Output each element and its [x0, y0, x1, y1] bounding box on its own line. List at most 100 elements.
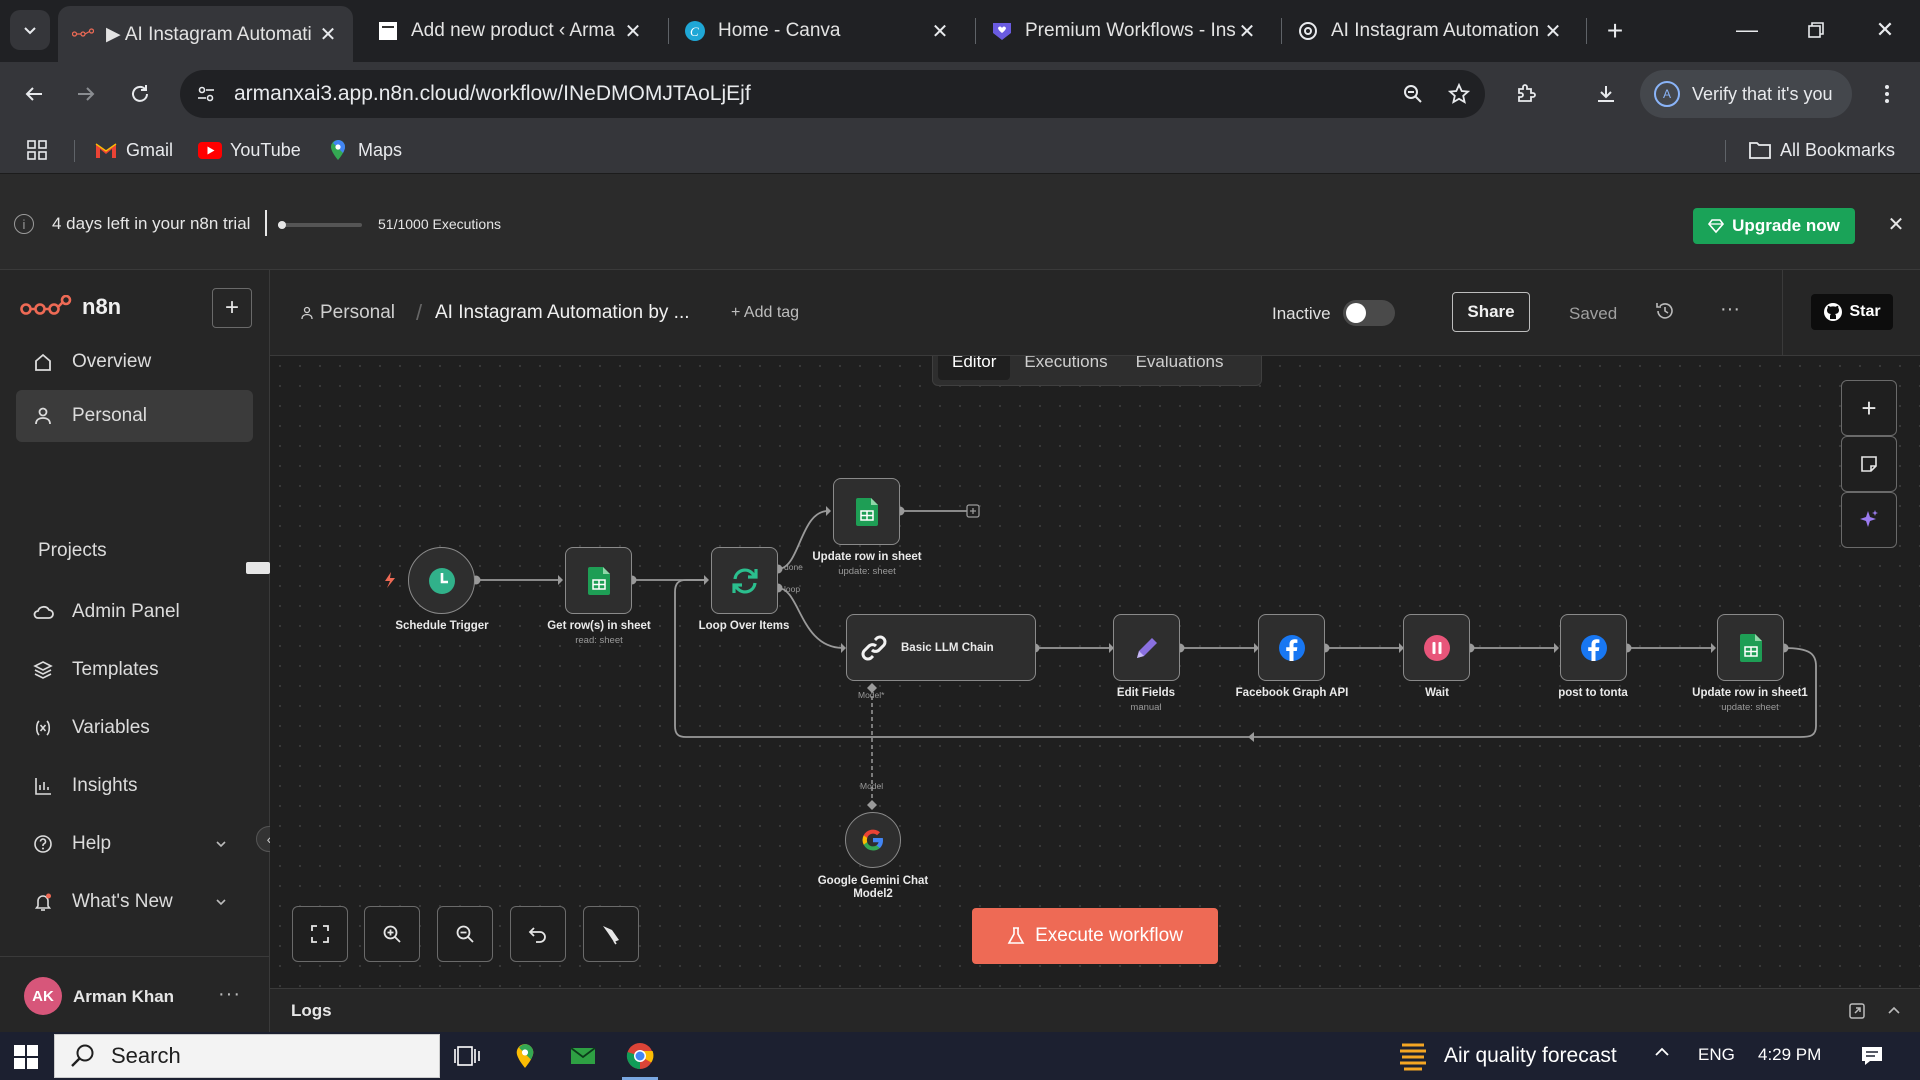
- pop-out-icon[interactable]: [1847, 1001, 1867, 1021]
- node-schedule-trigger[interactable]: [408, 547, 475, 614]
- close-tab-icon[interactable]: ✕: [319, 23, 337, 46]
- trial-days-left: 4 days left in your n8n trial: [52, 214, 251, 233]
- history-icon[interactable]: [1654, 300, 1678, 324]
- tab-evaluations[interactable]: Evaluations: [1135, 356, 1224, 371]
- taskbar-search-box[interactable]: Search: [54, 1034, 440, 1078]
- n8n-logo[interactable]: n8n: [20, 294, 121, 320]
- tab-add-new-product[interactable]: Add new product ‹ Arma ✕: [363, 8, 658, 54]
- logs-panel[interactable]: Logs: [270, 988, 1920, 1032]
- apps-button[interactable]: [26, 136, 48, 164]
- bookmark-youtube[interactable]: YouTube: [198, 136, 301, 164]
- tab-home-canva[interactable]: C Home - Canva ✕: [670, 8, 965, 54]
- sidebar-item-templates[interactable]: Templates: [16, 644, 253, 696]
- add-node-button[interactable]: +: [1841, 380, 1897, 436]
- input-port: [1554, 643, 1559, 653]
- share-button[interactable]: Share: [1452, 292, 1530, 332]
- sidebar-item-personal[interactable]: Personal: [16, 390, 253, 442]
- close-tab-icon[interactable]: ✕: [1238, 20, 1256, 43]
- user-menu[interactable]: AK Arman Khan ···: [0, 956, 270, 1032]
- node-subtitle: update: sheet: [838, 566, 896, 577]
- task-view-icon: [454, 1046, 480, 1066]
- chevron-up-icon[interactable]: [1652, 1042, 1672, 1067]
- address-bar[interactable]: armanxai3.app.n8n.cloud/workflow/INeDMOM…: [180, 70, 1485, 118]
- workflow-active-toggle[interactable]: [1343, 300, 1395, 326]
- minimize-button[interactable]: —: [1717, 8, 1777, 52]
- sidebar-item-overview[interactable]: Overview: [16, 336, 253, 388]
- close-window-button[interactable]: ✕: [1855, 8, 1915, 52]
- windows-start-icon[interactable]: [14, 1045, 38, 1069]
- tab-ai-instagram-automation-chatgpt[interactable]: AI Instagram Automation ✕: [1283, 8, 1578, 54]
- node-loop-over-items[interactable]: [711, 547, 778, 614]
- new-tab-button[interactable]: +: [1598, 14, 1632, 48]
- upgrade-now-button[interactable]: Upgrade now: [1693, 208, 1855, 244]
- verify-identity-chip[interactable]: A Verify that it's you: [1640, 70, 1852, 118]
- create-new-button[interactable]: +: [212, 288, 252, 328]
- tab-editor[interactable]: Editor: [938, 356, 1011, 380]
- zoom-to-fit-button[interactable]: [292, 906, 348, 962]
- browser-menu-button[interactable]: [1867, 74, 1907, 114]
- tidy-up-button[interactable]: [583, 906, 639, 962]
- close-banner-icon[interactable]: ✕: [1887, 213, 1905, 236]
- task-view-button[interactable]: [446, 1036, 490, 1076]
- extensions-button[interactable]: [1506, 74, 1546, 114]
- more-options-icon[interactable]: ···: [218, 983, 241, 1005]
- tab-executions[interactable]: Executions: [1024, 356, 1108, 371]
- add-sticky-note-button[interactable]: [1841, 436, 1897, 492]
- add-tag-button[interactable]: + Add tag: [731, 304, 800, 321]
- workflow-menu-icon[interactable]: ···: [1720, 298, 1740, 320]
- execute-workflow-button[interactable]: Execute workflow: [972, 908, 1218, 964]
- close-tab-icon[interactable]: ✕: [624, 20, 642, 43]
- forward-button[interactable]: [66, 74, 106, 114]
- workflow-canvas[interactable]: Editor Executions Evaluations + Schedule…: [270, 356, 1920, 988]
- node-google-gemini-chat-model[interactable]: [845, 812, 901, 868]
- openai-favicon-icon: [1297, 20, 1319, 42]
- breadcrumb-project[interactable]: Personal: [300, 302, 395, 324]
- tab-ai-instagram-automation-active[interactable]: ▶ AI Instagram Automati ✕: [58, 6, 353, 62]
- zoom-icon[interactable]: [1393, 74, 1433, 114]
- ai-assistant-button[interactable]: [1841, 492, 1897, 548]
- bookmark-star-icon[interactable]: [1439, 74, 1479, 114]
- clock-time[interactable]: 4:29 PM: [1758, 1045, 1822, 1064]
- notifications-icon[interactable]: [1860, 1044, 1884, 1073]
- sidebar-item-admin-panel[interactable]: Admin Panel: [16, 586, 253, 638]
- bookmark-maps[interactable]: Maps: [326, 136, 402, 164]
- sidebar-item-whats-new[interactable]: What's New: [16, 876, 253, 928]
- sidebar-item-insights[interactable]: Insights: [16, 760, 253, 812]
- sidebar-item-help[interactable]: Help: [16, 818, 253, 870]
- node-post-to-tonta[interactable]: [1560, 614, 1627, 681]
- reload-button[interactable]: [120, 74, 160, 114]
- sidebar-item-variables[interactable]: Variables: [16, 702, 253, 754]
- taskbar-chrome-app[interactable]: [618, 1036, 662, 1080]
- back-button[interactable]: [14, 74, 54, 114]
- github-star-button[interactable]: Star: [1811, 294, 1893, 330]
- node-edit-fields[interactable]: [1113, 614, 1180, 681]
- close-tab-icon[interactable]: ✕: [931, 20, 949, 43]
- node-get-rows[interactable]: [565, 547, 632, 614]
- tab-premium-workflows[interactable]: Premium Workflows - Ins ✕: [977, 8, 1272, 54]
- workflow-name[interactable]: AI Instagram Automation by ...: [435, 302, 690, 323]
- taskbar-mail-app[interactable]: [561, 1036, 605, 1076]
- site-info-icon[interactable]: [186, 74, 226, 114]
- weather-widget[interactable]: Air quality forecast: [1398, 1040, 1617, 1072]
- undo-button[interactable]: [510, 906, 566, 962]
- bookmark-gmail[interactable]: Gmail: [94, 136, 173, 164]
- zoom-out-button[interactable]: [437, 906, 493, 962]
- node-wait[interactable]: [1403, 614, 1470, 681]
- all-bookmarks-button[interactable]: All Bookmarks: [1748, 136, 1895, 164]
- restore-button[interactable]: [1786, 8, 1846, 52]
- chevron-up-icon[interactable]: [1884, 1001, 1904, 1021]
- tab-label: Home - Canva: [718, 20, 841, 41]
- close-tab-icon[interactable]: ✕: [1544, 20, 1562, 43]
- tab-search-button[interactable]: [10, 10, 50, 50]
- node-facebook-graph-api[interactable]: [1258, 614, 1325, 681]
- language-indicator[interactable]: ENG: [1698, 1045, 1735, 1064]
- node-subtitle: read: sheet: [575, 635, 623, 646]
- node-update-row-in-sheet[interactable]: [833, 478, 900, 545]
- downloads-button[interactable]: [1586, 74, 1626, 114]
- node-basic-llm-chain[interactable]: Basic LLM Chain: [846, 614, 1036, 681]
- zoom-in-button[interactable]: [364, 906, 420, 962]
- cloud-icon: [32, 601, 54, 623]
- taskbar-maps-app[interactable]: [503, 1036, 547, 1076]
- node-update-row-in-sheet1[interactable]: [1717, 614, 1784, 681]
- tab-label: Premium Workflows - Ins: [1025, 20, 1236, 41]
